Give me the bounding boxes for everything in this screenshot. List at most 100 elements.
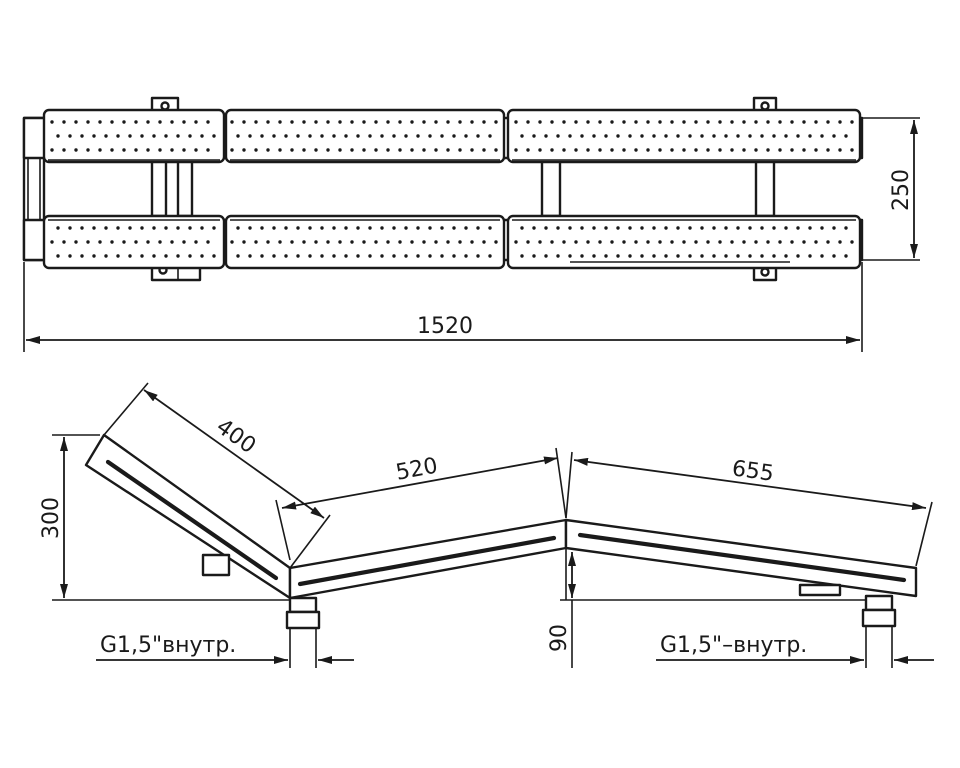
perforation-dot (670, 240, 674, 244)
perforation-dot (580, 226, 584, 230)
perforation-dot (670, 148, 674, 152)
perforation-dot (778, 240, 782, 244)
perforation-dot (730, 120, 734, 124)
perforation-dot (380, 254, 384, 258)
perforation-dot (754, 240, 758, 244)
perforation-dot (326, 120, 330, 124)
perforation-dot (562, 120, 566, 124)
perforation-dot (814, 240, 818, 244)
perforation-dot (74, 148, 78, 152)
dimension-leg-height: 90 (547, 548, 866, 668)
perforation-dot (344, 134, 348, 138)
perforation-dot (646, 120, 650, 124)
perforation-dot (446, 240, 450, 244)
perforation-dot (200, 226, 204, 230)
perforation-dot (314, 120, 318, 124)
perforation-dot (736, 226, 740, 230)
perforation-dot (616, 134, 620, 138)
height-label: 300 (39, 497, 64, 539)
perforation-dot (188, 226, 192, 230)
perforation-dot (146, 120, 150, 124)
perforation-dot (98, 240, 102, 244)
perforation-dot (440, 254, 444, 258)
perforation-dot (362, 240, 366, 244)
perforation-dot (440, 134, 444, 138)
perforation-dot (182, 120, 186, 124)
perforation-dot (628, 254, 632, 258)
perforation-dot (844, 254, 848, 258)
perforation-dot (514, 240, 518, 244)
perforation-dot (398, 120, 402, 124)
perforation-dot (110, 240, 114, 244)
perforation-dot (610, 120, 614, 124)
perforation-dot (784, 254, 788, 258)
perforation-dot (236, 254, 240, 258)
perforation-dot (574, 148, 578, 152)
perforation-dot (446, 148, 450, 152)
perforation-dot (326, 240, 330, 244)
perforation-dot (700, 226, 704, 230)
perforation-dot (56, 254, 60, 258)
perforation-dot (464, 254, 468, 258)
perforation-dot (598, 240, 602, 244)
perforation-dot (646, 148, 650, 152)
perforation-dot (434, 148, 438, 152)
perforation-dot (556, 254, 560, 258)
perforation-dot (212, 226, 216, 230)
perforation-dot (592, 134, 596, 138)
leg-height-label: 90 (547, 624, 572, 652)
perforation-dot (520, 226, 524, 230)
perforation-dot (730, 148, 734, 152)
perforation-dot (476, 134, 480, 138)
perforation-dot (338, 240, 342, 244)
perforation-dot (188, 254, 192, 258)
perforation-dot (392, 226, 396, 230)
perforation-dot (332, 134, 336, 138)
perforation-dot (682, 120, 686, 124)
perforation-dot (610, 148, 614, 152)
perforation-dot (488, 134, 492, 138)
fitting-left: G1,5"внутр. (96, 628, 354, 668)
perforation-dot (736, 134, 740, 138)
perforation-dot (586, 120, 590, 124)
perforation-dot (724, 254, 728, 258)
dimension-total-length: 1520 (23, 262, 863, 352)
perforation-dot (164, 254, 168, 258)
perforation-dot (326, 148, 330, 152)
perforation-dot (386, 240, 390, 244)
perforation-dot (80, 134, 84, 138)
perforation-dot (272, 254, 276, 258)
perforation-dot (712, 134, 716, 138)
perforation-dot (676, 226, 680, 230)
perforation-dot (748, 226, 752, 230)
perforation-dot (688, 254, 692, 258)
perforation-dot (604, 254, 608, 258)
total-length-label: 1520 (417, 314, 473, 339)
perforation-dot (206, 240, 210, 244)
perforation-dot (92, 134, 96, 138)
perforation-dot (284, 254, 288, 258)
perforation-dot (368, 226, 372, 230)
perforation-dot (646, 240, 650, 244)
perforation-dot (526, 148, 530, 152)
perforation-dot (380, 134, 384, 138)
perforation-dot (802, 240, 806, 244)
perforation-dot (622, 148, 626, 152)
perforation-dot (404, 134, 408, 138)
perforation-dot (404, 254, 408, 258)
perforation-dot (182, 240, 186, 244)
perforation-dot (158, 148, 162, 152)
perforation-dot (520, 254, 524, 258)
perforation-dot (152, 134, 156, 138)
perforation-dot (664, 226, 668, 230)
perforation-dot (254, 148, 258, 152)
perforation-dot (532, 226, 536, 230)
perforation-dot (766, 120, 770, 124)
perforation-dot (598, 120, 602, 124)
perforation-dot (628, 226, 632, 230)
perforation-dot (838, 120, 842, 124)
perforation-dot (92, 254, 96, 258)
perforation-dot (718, 148, 722, 152)
perforation-dot (760, 226, 764, 230)
